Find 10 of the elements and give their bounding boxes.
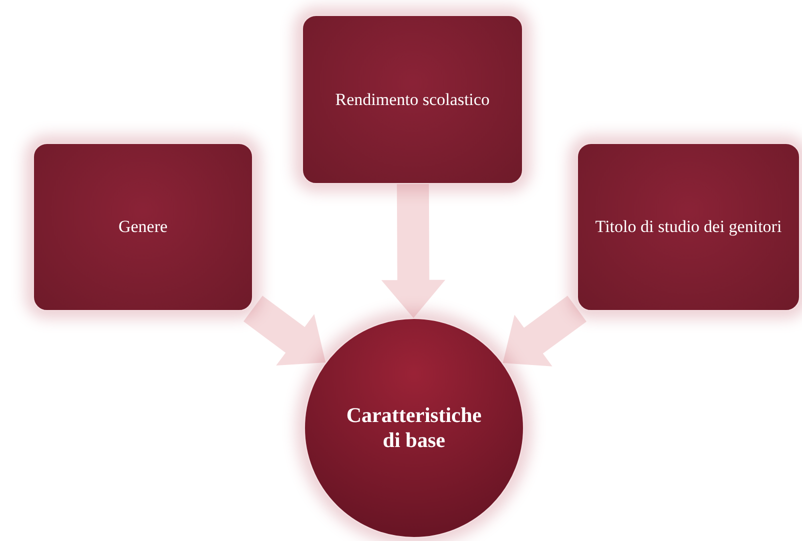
- node-label: Rendimento scolastico: [335, 90, 490, 110]
- block-arrow: [502, 296, 586, 366]
- block-arrow: [381, 184, 446, 318]
- node-label: Caratteristiche di base: [345, 402, 483, 454]
- process-box: [302, 15, 523, 184]
- block-arrow: [244, 296, 326, 366]
- node-label: Titolo di studio dei genitori: [595, 217, 782, 237]
- node-label: Genere: [118, 217, 168, 237]
- process-box: [33, 143, 253, 311]
- process-box: [577, 143, 800, 311]
